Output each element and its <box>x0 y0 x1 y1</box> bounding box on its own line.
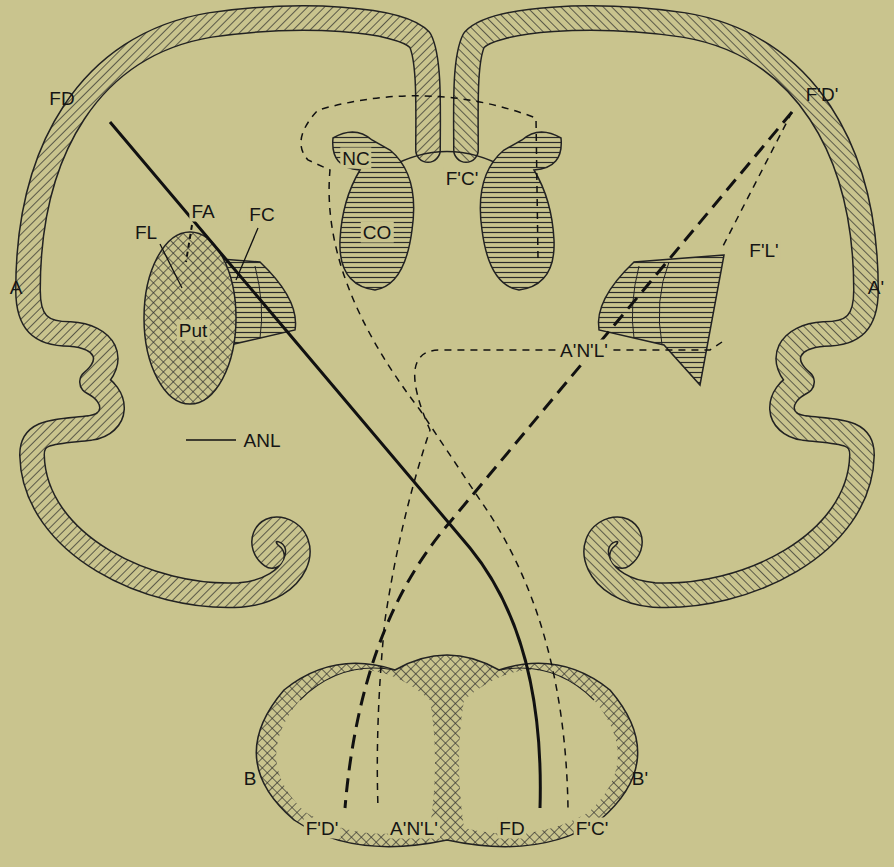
part-label: Put <box>177 320 210 341</box>
tract-label: F'L' <box>747 240 780 261</box>
part-label: FA <box>189 201 216 222</box>
tract-label: F'C' <box>444 168 481 189</box>
region-label: B' <box>630 768 650 789</box>
tract-label: A'N'L' <box>558 340 610 361</box>
part-label: ANL <box>242 430 283 451</box>
part-label: CO <box>361 222 394 243</box>
part-label: NC <box>340 148 371 169</box>
region-label: A <box>8 277 25 298</box>
part-label: FC <box>247 204 276 225</box>
part-label: FL <box>133 222 159 243</box>
tract-label: FD <box>497 818 526 839</box>
tract-label: F'C' <box>574 818 611 839</box>
tract-label: F'D' <box>804 84 841 105</box>
region-label: A' <box>866 277 886 298</box>
tract-label: F'D' <box>304 818 341 839</box>
region-label: B <box>242 768 259 789</box>
tract-label: A'N'L' <box>388 818 440 839</box>
tract-label: FD <box>47 88 76 109</box>
